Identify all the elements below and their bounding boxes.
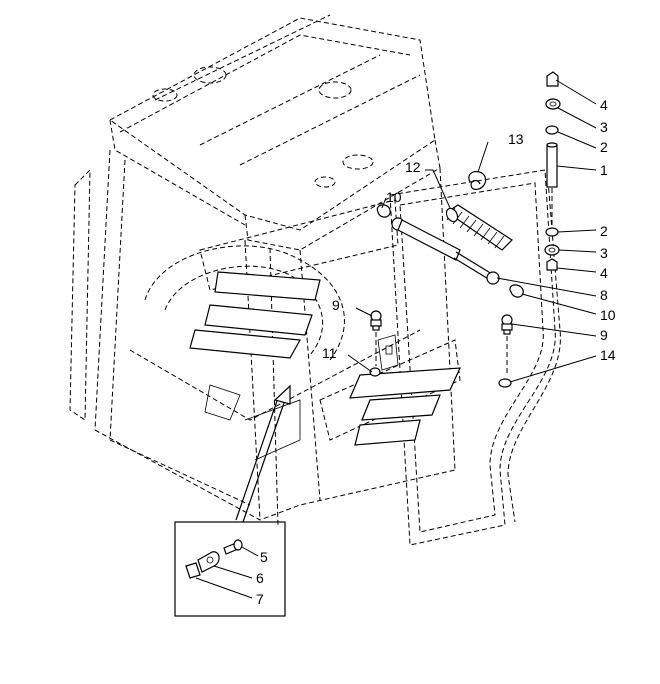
callout-2-lower: 2: [600, 223, 608, 239]
gas-strut-icon: [391, 217, 500, 285]
callout-1: 1: [600, 162, 608, 178]
callout-12: 12: [405, 159, 421, 175]
ball-stud-right: [498, 314, 513, 388]
ball-stud-left: [369, 310, 382, 377]
callout-14: 14: [600, 347, 616, 363]
detail-pointer-arrow: [235, 384, 291, 523]
bushing-icon: [545, 125, 559, 135]
bracket-icon: [197, 551, 220, 573]
callout-3: 3: [600, 119, 608, 135]
callout-labels: 4 3 2 1 13 12 10 2 3 4 8 9 10 9 11 14 5 …: [256, 97, 616, 607]
callout-6: 6: [256, 570, 264, 586]
callout-5: 5: [260, 549, 268, 565]
callout-13: 13: [508, 131, 524, 147]
cab-steps: [189, 271, 461, 461]
callout-9-left: 9: [332, 297, 340, 313]
nut-icon: [546, 71, 559, 87]
callout-11: 11: [322, 345, 337, 361]
detail-inset: [174, 521, 286, 617]
callout-4-lower: 4: [600, 265, 608, 281]
callout-3-lower: 3: [600, 245, 608, 261]
callout-7: 7: [256, 591, 264, 607]
leader-lines: [347, 79, 597, 383]
cab-body-outline: [69, 14, 461, 526]
callout-8: 8: [600, 287, 608, 303]
plate-icon: [185, 562, 201, 579]
ball-socket-clip-a-icon: [376, 204, 391, 218]
rod-icon: [546, 144, 558, 188]
door-strut-bracket: [377, 334, 399, 371]
spring-clip-icon: [468, 170, 487, 190]
rod-assembly-top: [544, 71, 561, 271]
callout-10-right: 10: [600, 307, 616, 323]
callout-9-right: 9: [600, 327, 608, 343]
cab-door: [389, 169, 561, 546]
callout-10-top: 10: [386, 189, 402, 205]
callout-4: 4: [600, 97, 608, 113]
ball-socket-clip-b-icon: [509, 284, 524, 298]
washer-icon: [545, 98, 561, 110]
callout-2: 2: [600, 139, 608, 155]
bellows-boot-icon: [445, 204, 513, 251]
